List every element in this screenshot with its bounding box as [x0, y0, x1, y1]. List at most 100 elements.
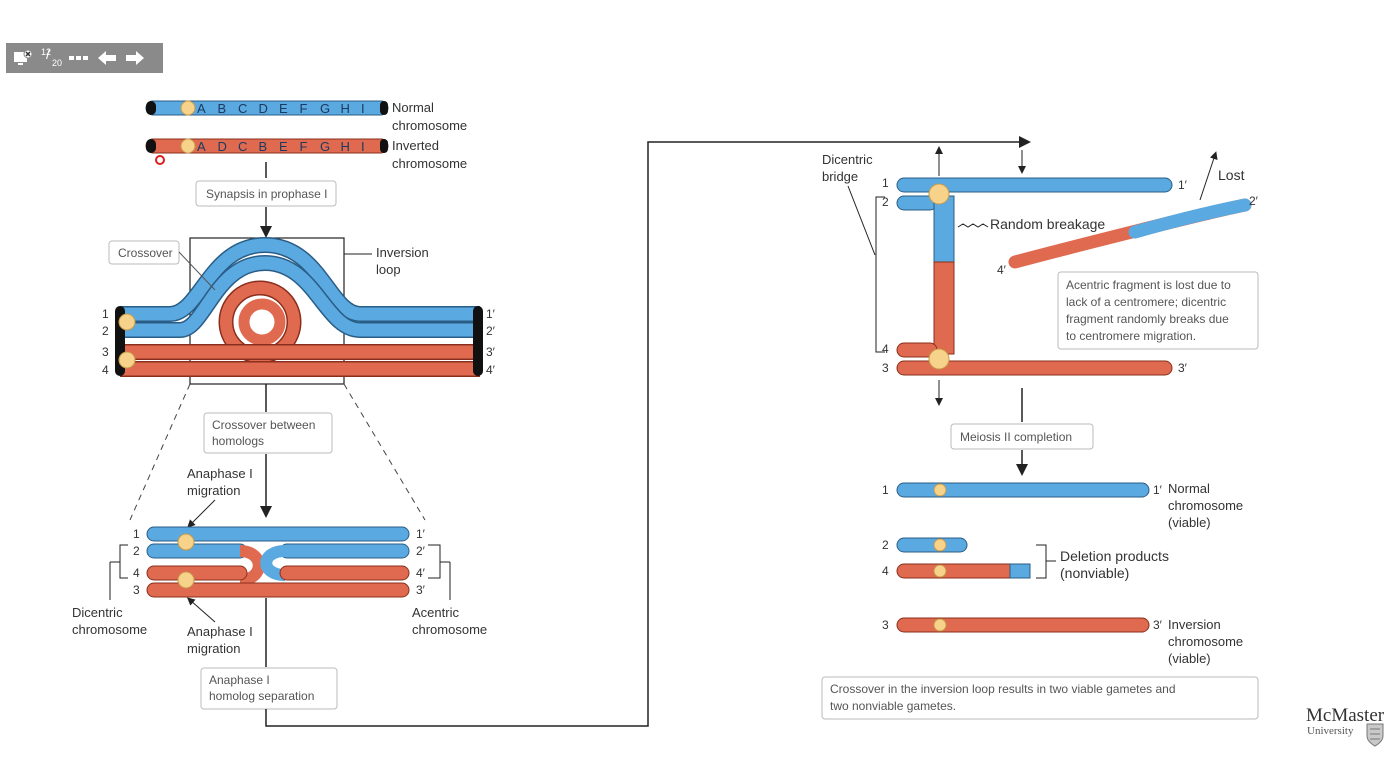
logo-sub: University [1307, 725, 1354, 737]
gene-label: F [300, 101, 308, 116]
post-strand-4p: 4′ [416, 566, 426, 580]
acentric-chromosome-1: Acentric [412, 605, 459, 620]
post-strand-2: 2 [133, 544, 140, 558]
synapsis-label: Synapsis in prophase I [206, 187, 327, 201]
fragment-strand-4p: 4′ [997, 263, 1007, 277]
deletion-result-2: (nonviable) [1060, 565, 1129, 581]
normal-label-1: Normal [392, 100, 434, 115]
result-inversion [896, 617, 1150, 633]
synapsis-box [195, 180, 337, 207]
acentric-note-1: Acentric fragment is lost due to [1066, 278, 1231, 292]
crossover-homologs-box [203, 412, 333, 454]
loop-strand-4p: 4′ [486, 363, 496, 377]
gene-label: C [238, 101, 247, 116]
summary-box [821, 676, 1259, 720]
normal-result-2: chromosome [1168, 498, 1243, 513]
acentric-note-box [1057, 271, 1259, 350]
normal-label-2: chromosome [392, 118, 467, 133]
post-crossover-figure [146, 526, 410, 598]
inversion-loop-label-1: Inversion [376, 245, 429, 260]
logo-name: McMaster [1306, 705, 1385, 726]
summary-1: Crossover in the inversion loop results … [830, 682, 1176, 696]
inversion-loop-figure [115, 236, 483, 377]
meiosis-box [950, 423, 1094, 450]
dicentric-bridge-1: Dicentric [822, 152, 873, 167]
flow-connector [265, 136, 1031, 727]
loop-strand-2: 2 [102, 324, 109, 338]
gene-label: B [259, 139, 268, 154]
deletion-result-1: Deletion products [1060, 548, 1169, 564]
mcmaster-logo: McMaster University [1304, 705, 1388, 755]
result-normal [896, 482, 1150, 498]
loop-strand-4: 4 [102, 363, 109, 377]
inverted-label-2: chromosome [392, 156, 467, 171]
loop-strand-1: 1 [102, 307, 109, 321]
inversion-result-2: chromosome [1168, 634, 1243, 649]
inversion-result-1: Inversion [1168, 617, 1221, 632]
homolog-separation-2: homolog separation [209, 689, 314, 703]
dicentric-bridge-2: bridge [822, 169, 858, 184]
acentric-chromosome-2: chromosome [412, 622, 487, 637]
result-strand-1: 1 [882, 483, 889, 497]
deletion-strand-2: 2 [882, 538, 889, 552]
page-counter: 12 / 20 [40, 47, 62, 69]
post-strand-1p: 1′ [416, 527, 426, 541]
gene-label: B [218, 101, 227, 116]
deletion-strand-4: 4 [882, 564, 889, 578]
dicentric-chromosome-2: chromosome [72, 622, 147, 637]
inverted-label-1: Inverted [392, 138, 439, 153]
page-slash: / [46, 46, 50, 62]
gene-label: G [320, 101, 330, 116]
loop-strand-3p: 3′ [486, 345, 496, 359]
summary-2: two nonviable gametes. [830, 699, 956, 713]
gene-label: G [320, 139, 330, 154]
anaphase-migration-top-2: migration [187, 483, 240, 498]
gene-label: E [279, 101, 288, 116]
post-strand-3: 3 [133, 583, 140, 597]
fragment-strand-2p: 2′ [1249, 194, 1259, 208]
anaphase-migration-bottom-2: migration [187, 641, 240, 656]
lost-label: Lost [1218, 167, 1245, 183]
acentric-note-4: to centromere migration. [1066, 329, 1196, 343]
gene-label: D [218, 139, 227, 154]
bridge-strand-3p: 3′ [1178, 361, 1188, 375]
post-strand-4: 4 [133, 566, 140, 580]
bridge-strand-3: 3 [882, 361, 889, 375]
gene-label: A [197, 101, 206, 116]
random-breakage-label: Random breakage [990, 216, 1105, 232]
homolog-separation-1: Anaphase I [209, 673, 270, 687]
crossover-label: Crossover [118, 246, 173, 260]
homolog-separation-box [200, 667, 338, 710]
loop-strand-3: 3 [102, 345, 109, 359]
bridge-strand-1p: 1′ [1178, 178, 1188, 192]
inversion-result-3: (viable) [1168, 651, 1211, 666]
previous-slide-icon[interactable] [96, 47, 118, 69]
gene-label: H [341, 101, 350, 116]
loop-strand-2p: 2′ [486, 324, 496, 338]
post-strand-1: 1 [133, 527, 140, 541]
slideshow-toolbar: 12 / 20 [6, 43, 163, 73]
gene-label: D [259, 101, 268, 116]
next-slide-icon[interactable] [124, 47, 146, 69]
bridge-strand-2: 2 [882, 195, 889, 209]
exit-presentation-icon[interactable] [12, 47, 34, 69]
inversion-loop-label-2: loop [376, 262, 401, 277]
dicentric-bridge-figure [896, 177, 1252, 376]
gene-label: E [279, 139, 288, 154]
bridge-strand-4: 4 [882, 342, 889, 356]
gene-label: F [300, 139, 308, 154]
anaphase-migration-bottom-1: Anaphase I [187, 624, 253, 639]
crossover-homologs-label-1: Crossover between [212, 418, 315, 432]
page-total: 20 [51, 58, 62, 68]
acentric-note-3: fragment randomly breaks due [1066, 312, 1229, 326]
gene-label: C [238, 139, 247, 154]
more-options-icon[interactable] [68, 47, 90, 69]
post-strand-3p: 3′ [416, 583, 426, 597]
cursor-marker [155, 155, 165, 165]
dicentric-chromosome-1: Dicentric [72, 605, 123, 620]
crossover-homologs-label-2: homologs [212, 434, 264, 448]
gene-label: A [197, 139, 206, 154]
